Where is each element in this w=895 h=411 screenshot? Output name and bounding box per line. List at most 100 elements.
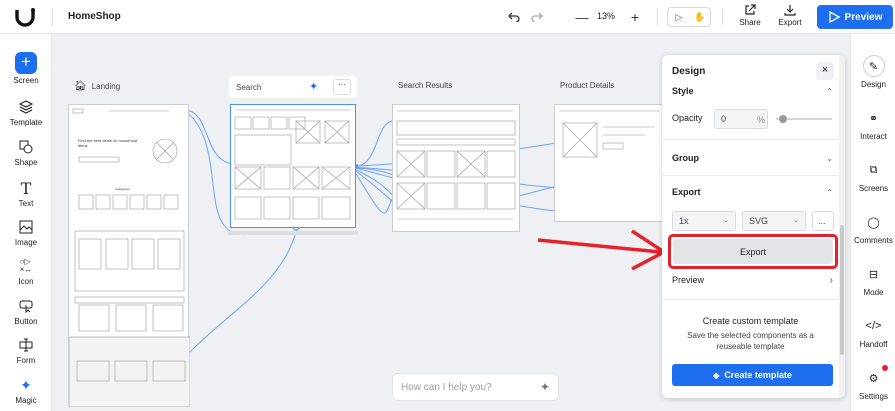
frame-title-landing[interactable]: 🏠︎ Landing	[74, 81, 120, 92]
chevron-up-icon[interactable]: ⌃	[826, 188, 833, 197]
chevron-up-icon[interactable]: ⌃	[826, 87, 833, 96]
export-format-select[interactable]: SVG ⌄	[742, 211, 806, 231]
create-template-button[interactable]: ◈ Create template	[672, 364, 833, 386]
landing-hero-text: Find the best deals on household items	[78, 138, 137, 148]
tool-magic[interactable]: ✦ Magic	[0, 376, 52, 406]
preview-row[interactable]: Preview	[672, 275, 705, 285]
chat-placeholder: How can I help you?	[401, 381, 492, 393]
opacity-slider-thumb[interactable]	[779, 115, 787, 123]
landing-wireframe	[68, 108, 191, 408]
app-logo[interactable]	[14, 7, 36, 27]
notification-dot	[881, 365, 888, 371]
tool-button[interactable]: Button	[0, 297, 52, 326]
divider	[722, 9, 723, 25]
export-top-button[interactable]: Export	[776, 3, 804, 31]
tab-label: Handoff	[859, 340, 888, 349]
chevron-down-icon[interactable]: ⌄	[826, 154, 833, 163]
frame-landing[interactable]: Find the best deals on household items C…	[68, 104, 191, 408]
zoom-level[interactable]: 13%	[597, 11, 616, 21]
sparkle-icon[interactable]: ✦	[539, 380, 550, 394]
details-wireframe	[559, 110, 659, 158]
left-toolbar: + Screen Template Shape T Text Image ○▷×…	[0, 34, 52, 411]
icon-set-icon: ○▷×↔	[19, 257, 33, 274]
opacity-input[interactable]: 0 %	[714, 109, 768, 129]
custom-template-desc: Save the selected components as a reusea…	[687, 331, 814, 351]
group-section-header[interactable]: Group	[672, 153, 699, 163]
redo-button[interactable]	[528, 6, 546, 28]
zoom-out-button[interactable]: —	[573, 6, 591, 28]
mode-icon: ⊟	[868, 268, 879, 281]
redo-icon	[531, 12, 543, 22]
opacity-label: Opacity	[672, 113, 703, 123]
frame-search-results[interactable]	[392, 104, 520, 232]
undo-button[interactable]	[505, 6, 523, 28]
more-icon: ...	[818, 216, 826, 226]
share-icon	[745, 4, 756, 15]
tab-screens[interactable]: ⧉ Screens	[851, 159, 895, 194]
tool-form[interactable]: Form	[0, 336, 52, 365]
tool-label: Template	[9, 118, 43, 127]
tab-label: Interact	[860, 132, 887, 141]
tool-icon[interactable]: ○▷×↔ Icon	[0, 257, 52, 287]
share-button[interactable]: Share	[738, 3, 762, 31]
play-icon	[828, 11, 840, 23]
scale-value: 1x	[679, 216, 689, 226]
preview-button[interactable]: Preview	[817, 5, 893, 29]
hand-tool[interactable]: ✋	[690, 9, 710, 25]
tool-text[interactable]: T Text	[0, 178, 52, 209]
scrollbar-thumb[interactable]	[840, 225, 844, 355]
tab-mode[interactable]: ⊟ Mode	[851, 263, 895, 298]
frame-title-results[interactable]: Search Results	[398, 81, 452, 90]
layers-icon: ◈	[713, 370, 720, 380]
opacity-slider[interactable]	[776, 118, 832, 120]
top-toolbar: HomeShop — 13% + ▷ ✋ Share Export Previe…	[0, 0, 895, 34]
download-icon	[784, 5, 796, 16]
project-name[interactable]: HomeShop	[68, 11, 121, 22]
export-section-header[interactable]: Export	[672, 187, 701, 197]
tool-label: Form	[16, 356, 36, 365]
text-icon: T	[20, 178, 32, 198]
search-frame-header[interactable]: Search ✦ ···	[229, 76, 357, 98]
ai-chat-input[interactable]: How can I help you? ✦	[392, 373, 559, 401]
select-tool[interactable]: ▷	[669, 9, 689, 25]
frame-title-details[interactable]: Product Details	[560, 81, 614, 90]
custom-template-title: Create custom template	[702, 316, 799, 326]
export-scale-select[interactable]: 1x ⌄	[672, 211, 736, 231]
form-icon	[17, 336, 35, 354]
tool-template[interactable]: Template	[0, 98, 52, 127]
panel-scrollbar[interactable]	[839, 55, 845, 398]
tab-handoff[interactable]: </> Handoff	[851, 315, 895, 349]
tab-label: Settings	[859, 392, 888, 401]
link-icon: ⚭	[868, 112, 879, 125]
tab-design[interactable]: ✎ Design	[851, 55, 895, 89]
sparkle-icon: ✦	[20, 376, 32, 393]
landing-categories-label: Categories	[115, 187, 130, 191]
frame-search[interactable]	[230, 104, 356, 228]
style-section-header[interactable]: Style	[672, 86, 694, 96]
tab-label: Design	[861, 80, 886, 89]
export-more-button[interactable]: ...	[812, 211, 834, 231]
frame-menu-button[interactable]: ···	[333, 79, 351, 95]
tab-comments[interactable]: ◯ Comments	[851, 211, 895, 246]
plus-icon: +	[630, 9, 640, 25]
layers-icon	[17, 98, 35, 116]
frame-product-details[interactable]	[554, 104, 664, 222]
tool-shape[interactable]: Shape	[0, 138, 52, 167]
opacity-unit: %	[757, 115, 766, 125]
design-canvas[interactable]: 🏠︎ Landing Find the best deals on househ…	[52, 34, 850, 411]
pencil-icon: ✎	[862, 55, 885, 77]
panel-close-button[interactable]: ×	[816, 62, 834, 80]
tab-settings[interactable]: ⚙ Settings	[851, 365, 895, 401]
chevron-right-icon[interactable]: ›	[829, 275, 833, 286]
tool-screen[interactable]: + Screen	[0, 52, 52, 85]
export-button[interactable]: Export	[673, 239, 833, 264]
design-panel: Design × Style ⌃ Opacity 0 % Group ⌄ Exp…	[662, 55, 845, 398]
tab-label: Mode	[863, 288, 884, 297]
hand-icon: ✋	[694, 11, 706, 22]
tab-interact[interactable]: ⚭ Interact	[851, 107, 895, 142]
tool-label: Magic	[15, 396, 37, 405]
ai-sparkle-icon[interactable]: ✦	[309, 81, 319, 93]
zoom-in-button[interactable]: +	[626, 6, 644, 28]
comment-icon: ◯	[867, 216, 880, 229]
tool-image[interactable]: Image	[0, 218, 52, 247]
